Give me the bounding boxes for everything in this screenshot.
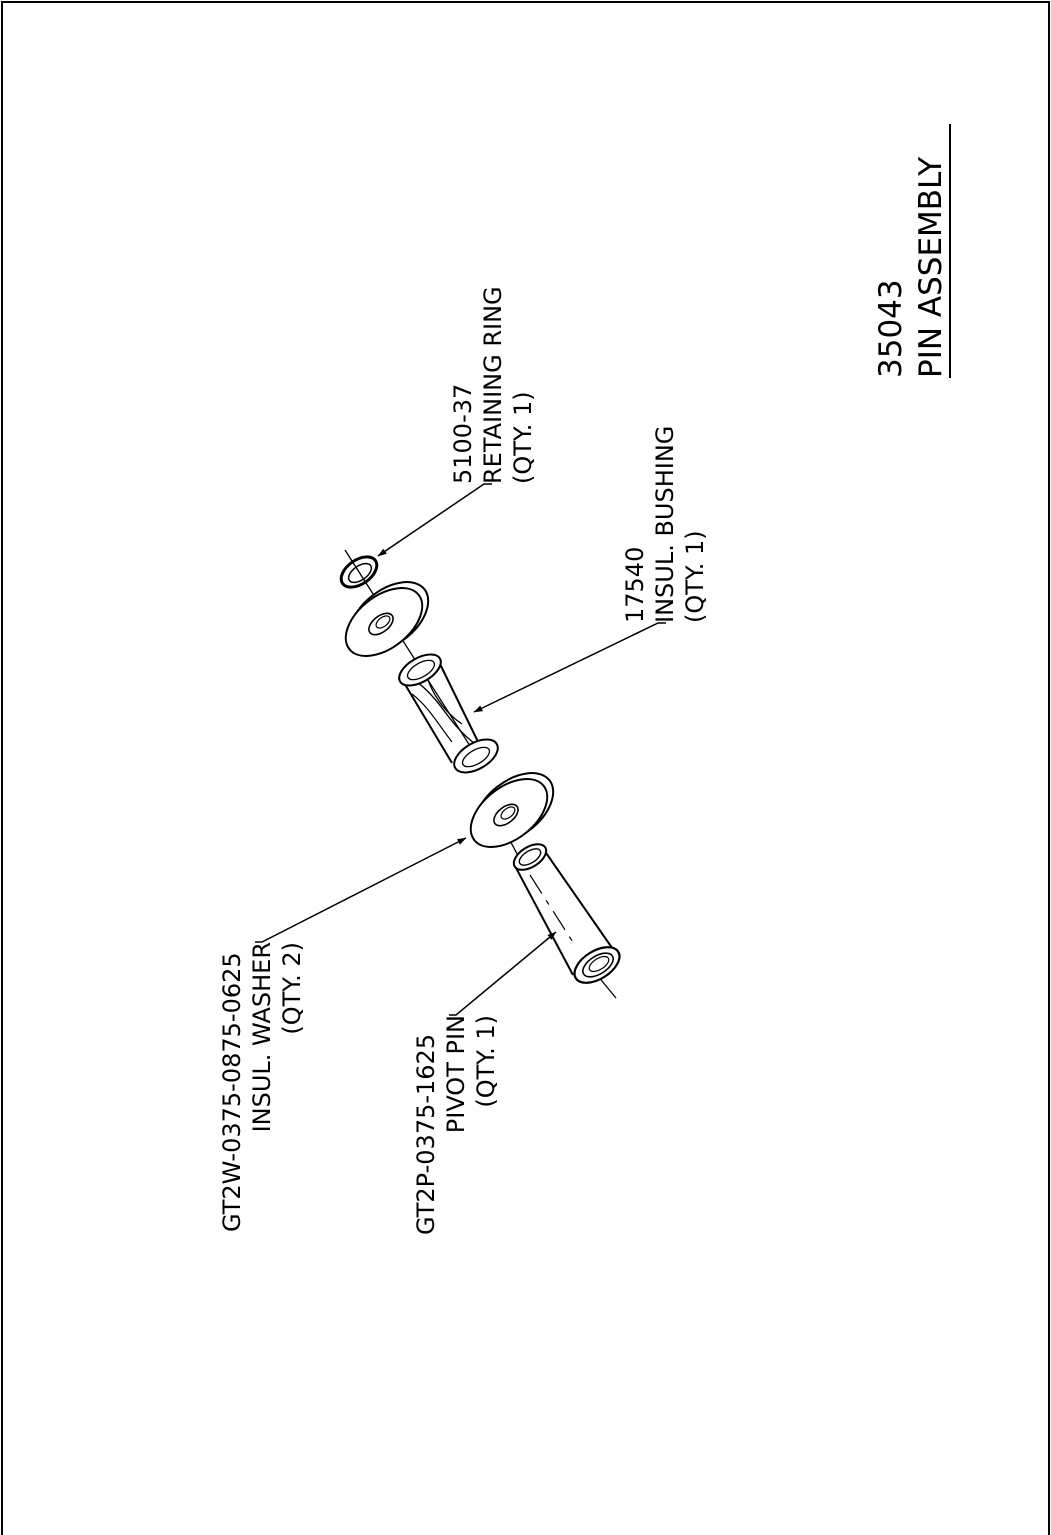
drawing-number: 35043: [873, 279, 909, 378]
leader-retaining-ring: [377, 483, 492, 557]
title-block: 35043 PIN ASSEMBLY: [873, 124, 951, 378]
part-number: 17540: [621, 547, 649, 623]
drawing-title: PIN ASSEMBLY: [913, 157, 949, 378]
leader-lines: [255, 483, 666, 1016]
bushing-icon: [398, 653, 499, 774]
part-number: 5100-37: [449, 384, 477, 484]
part-qty: (QTY. 1): [472, 1015, 500, 1108]
retaining-ring-icon: [339, 555, 379, 589]
callout-retaining-ring: 5100-37 RETAINING RING (QTY. 1): [449, 286, 537, 484]
leader-bushing: [473, 622, 666, 713]
part-number: GT2W-0375-0875-0625: [218, 952, 246, 1232]
washer-icon: [344, 581, 430, 657]
pivot-pin-icon: [512, 843, 621, 984]
part-number: GT2P-0375-1625: [412, 1034, 440, 1235]
washer-icon: [469, 772, 555, 848]
leader-pivot-pin: [449, 931, 557, 1016]
part-name: PIVOT PIN: [442, 1015, 470, 1133]
part-qty: (QTY. 1): [681, 530, 709, 623]
callout-washer: GT2W-0375-0875-0625 INSUL. WASHER (QTY. …: [218, 942, 306, 1232]
leader-washer: [255, 837, 467, 943]
part-qty: (QTY. 2): [278, 942, 306, 1035]
callout-pivot-pin: GT2P-0375-1625 PIVOT PIN (QTY. 1): [412, 1015, 500, 1235]
part-qty: (QTY. 1): [509, 391, 537, 484]
callout-bushing: 17540 INSUL. BUSHING (QTY. 1): [621, 426, 709, 623]
part-name: INSUL. WASHER: [248, 942, 276, 1132]
part-name: RETAINING RING: [479, 286, 507, 484]
part-name: INSUL. BUSHING: [651, 426, 679, 623]
